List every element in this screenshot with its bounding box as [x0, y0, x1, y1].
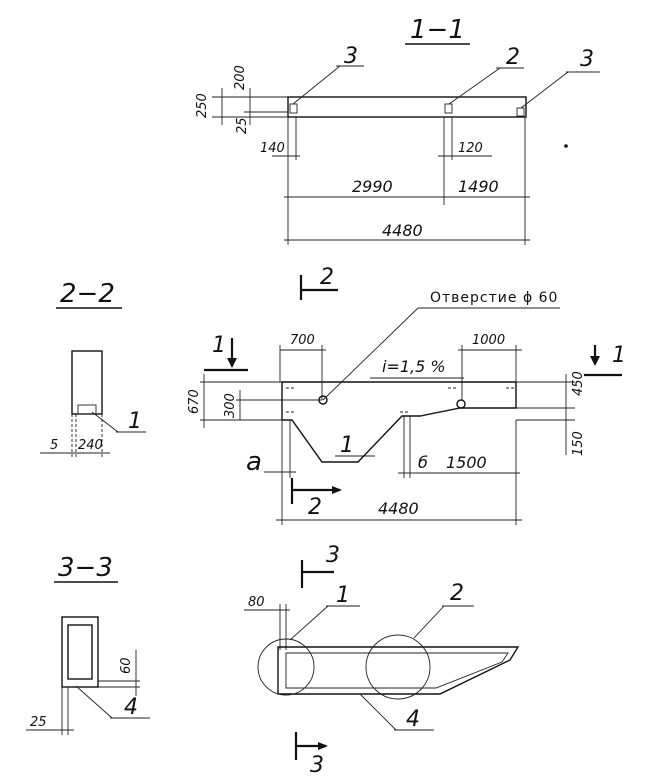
dim-140: 140	[260, 141, 285, 156]
dim-240: 240	[78, 438, 103, 453]
callout-4-plan: 4	[406, 707, 420, 732]
dim-5: 5	[50, 438, 58, 453]
callout-1-section-2-2: 1	[128, 409, 142, 434]
dim-1500: 1500	[446, 453, 487, 472]
dim-120: 120	[458, 141, 483, 156]
dim-60: 60	[119, 657, 134, 674]
hole-leader	[322, 307, 419, 401]
leader-3-right	[520, 71, 569, 109]
detail-circle-2	[365, 634, 431, 700]
beam-elevation: 2 Отверстие ϕ 60 1 1 700 1000 i=1,5 %	[187, 265, 626, 525]
insert-right	[516, 107, 525, 117]
section-3-3-outer	[61, 616, 99, 688]
cut-mark-2-top: 2	[320, 265, 334, 290]
dim-80: 80	[248, 595, 265, 610]
section-3-3-inner	[67, 624, 93, 680]
callout-2: 2	[506, 45, 520, 70]
cut-mark-3-top: 3	[326, 543, 340, 568]
dim-450: 450	[571, 371, 586, 396]
cut-mark-3-bottom: 3	[310, 753, 324, 778]
hole-note: Отверстие ϕ 60	[430, 290, 558, 306]
detail-circle-1	[257, 638, 315, 696]
hole-right	[456, 399, 466, 409]
callout-4-section-3-3: 4	[124, 695, 138, 720]
dim-4480-top: 4480	[382, 221, 423, 240]
callout-1-elevation: 1	[340, 433, 354, 458]
beam-elevation-outline	[281, 381, 517, 463]
plan-outline-inner	[285, 652, 509, 689]
letter-b: б	[418, 453, 428, 472]
dim-1490: 1490	[458, 177, 499, 196]
dim-700: 700	[290, 333, 315, 348]
cut-mark-2-bottom: 2	[308, 495, 322, 520]
dim-2990: 2990	[352, 177, 393, 196]
dim-25: 25	[235, 117, 250, 134]
dim-150: 150	[571, 431, 586, 456]
leader-3-left	[292, 65, 341, 105]
cut-mark-1-right: 1	[612, 343, 626, 368]
dim-1000: 1000	[472, 333, 505, 348]
section-2-2-title: 2−2	[60, 279, 115, 309]
slope-label: i=1,5 %	[382, 357, 446, 376]
callout-2-plan: 2	[450, 581, 464, 606]
dim-300: 300	[223, 393, 238, 418]
dim-250: 250	[195, 93, 210, 118]
plan-outline-outer	[277, 646, 520, 695]
section-3-3: 3−3 60 4 25	[26, 553, 150, 735]
leader-2	[448, 67, 501, 105]
section-2-2: 2−2 1 5 240	[40, 279, 146, 458]
section-2-2-outline	[71, 350, 103, 415]
dim-200: 200	[233, 65, 248, 90]
leader-4-section	[75, 685, 113, 719]
beam-section-outline	[287, 96, 527, 118]
callout-1-plan: 1	[336, 583, 350, 608]
section-1-1-title: 1−1	[410, 15, 465, 45]
dim-4480-elevation: 4480	[378, 499, 419, 518]
dim-670: 670	[187, 389, 202, 414]
letter-a: a	[246, 447, 262, 477]
leader-2-2	[91, 411, 119, 433]
callout-3-right: 3	[580, 47, 594, 72]
cut-mark-1-left: 1	[212, 333, 226, 358]
insert-left	[289, 103, 298, 114]
section-1-1: 1−1 3 2 3 250 200 25 140 120	[195, 15, 600, 245]
plan-detail: 3 80 1 2 4 3	[244, 543, 520, 778]
insert-middle	[444, 103, 453, 114]
dim-25-section-3-3: 25	[30, 715, 47, 730]
section-3-3-title: 3−3	[58, 553, 113, 583]
callout-3-left: 3	[344, 44, 358, 69]
